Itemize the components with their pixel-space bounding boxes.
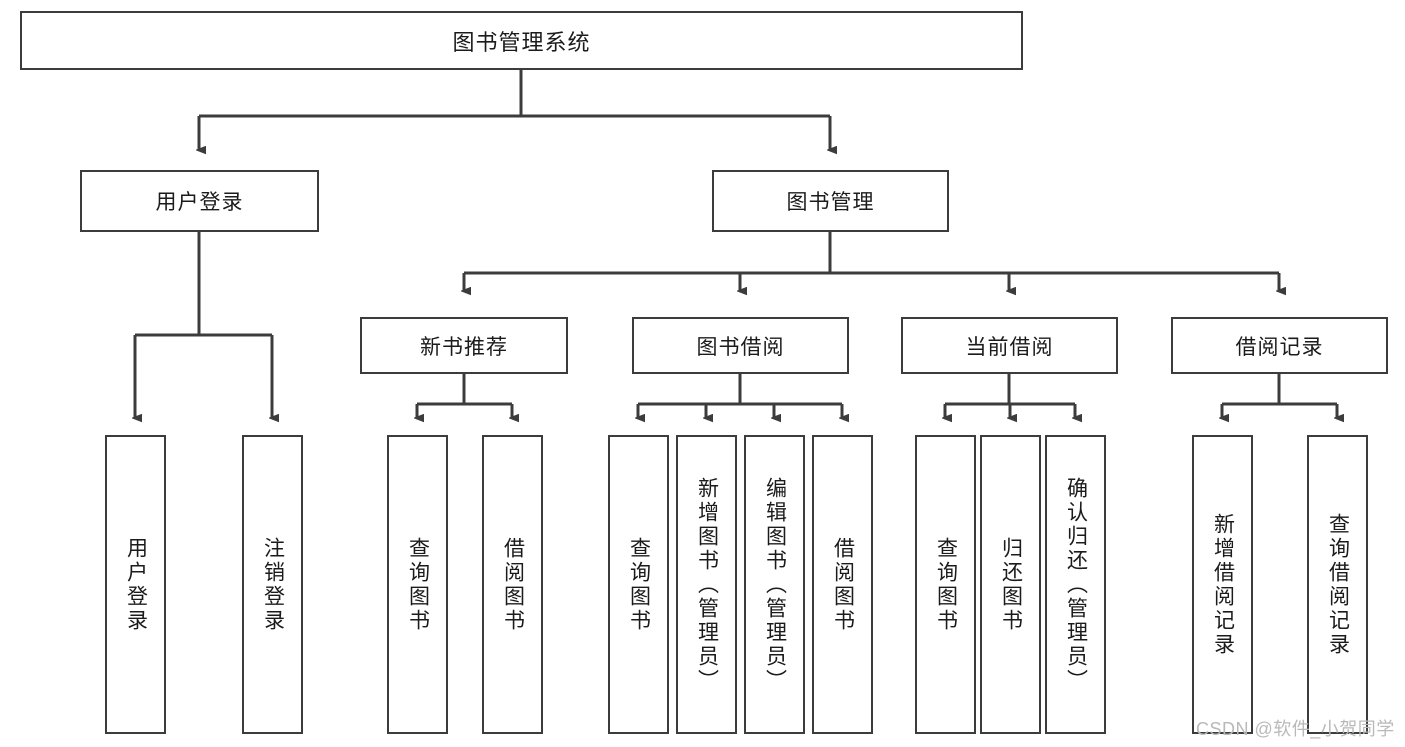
node-leaf-query-book-3[interactable]: 查询图书 — [915, 435, 976, 734]
node-book-borrow[interactable]: 图书借阅 — [632, 317, 849, 374]
node-leaf-user-login-label: 用户登录 — [124, 536, 148, 633]
node-new-book-recommend[interactable]: 新书推荐 — [360, 317, 568, 374]
node-book-manage[interactable]: 图书管理 — [712, 170, 949, 232]
node-book-borrow-label: 图书借阅 — [696, 335, 785, 359]
node-leaf-return-book[interactable]: 归还图书 — [980, 435, 1041, 734]
node-leaf-logout-login-label: 注销登录 — [261, 536, 285, 633]
node-user-login[interactable]: 用户登录 — [80, 170, 319, 232]
node-book-manage-label: 图书管理 — [786, 191, 875, 214]
node-leaf-query-book-2-label: 查询图书 — [627, 536, 651, 633]
node-leaf-add-book-label: 新增图书（管理员） — [695, 476, 719, 693]
node-borrow-record-label: 借阅记录 — [1235, 335, 1324, 359]
node-root-label: 图书管理系统 — [452, 29, 591, 55]
node-leaf-borrow-book-1-label: 借阅图书 — [501, 536, 525, 633]
node-root[interactable]: 图书管理系统 — [20, 11, 1023, 70]
node-leaf-query-book-1[interactable]: 查询图书 — [387, 435, 448, 734]
node-leaf-add-book[interactable]: 新增图书（管理员） — [676, 435, 737, 734]
node-leaf-return-book-label: 归还图书 — [999, 536, 1023, 633]
node-leaf-confirm-return-label: 确认归还（管理员） — [1064, 476, 1088, 693]
node-current-borrow-label: 当前借阅 — [965, 335, 1054, 359]
csdn-watermark: CSDN @软件_小贺同学 — [1196, 719, 1395, 739]
node-leaf-borrow-book-1[interactable]: 借阅图书 — [482, 435, 543, 734]
node-leaf-user-login[interactable]: 用户登录 — [105, 435, 166, 734]
node-leaf-logout-login[interactable]: 注销登录 — [242, 435, 303, 734]
node-borrow-record[interactable]: 借阅记录 — [1171, 317, 1388, 374]
node-current-borrow[interactable]: 当前借阅 — [901, 317, 1118, 374]
node-leaf-borrow-book-2-label: 借阅图书 — [831, 536, 855, 633]
node-leaf-borrow-book-2[interactable]: 借阅图书 — [812, 435, 873, 734]
node-leaf-add-borrow-record[interactable]: 新增借阅记录 — [1192, 435, 1253, 734]
node-leaf-add-borrow-record-label: 新增借阅记录 — [1211, 512, 1235, 657]
node-leaf-edit-book-label: 编辑图书（管理员） — [763, 476, 787, 693]
node-leaf-query-borrow-record[interactable]: 查询借阅记录 — [1307, 435, 1368, 734]
node-new-book-recommend-label: 新书推荐 — [420, 335, 508, 359]
node-leaf-query-book-1-label: 查询图书 — [406, 536, 430, 633]
node-leaf-edit-book[interactable]: 编辑图书（管理员） — [744, 435, 805, 734]
node-leaf-confirm-return[interactable]: 确认归还（管理员） — [1045, 435, 1106, 734]
node-leaf-query-book-3-label: 查询图书 — [934, 536, 958, 633]
node-leaf-query-book-2[interactable]: 查询图书 — [608, 435, 669, 734]
node-user-login-label: 用户登录 — [155, 191, 244, 214]
node-leaf-query-borrow-record-label: 查询借阅记录 — [1326, 512, 1350, 657]
